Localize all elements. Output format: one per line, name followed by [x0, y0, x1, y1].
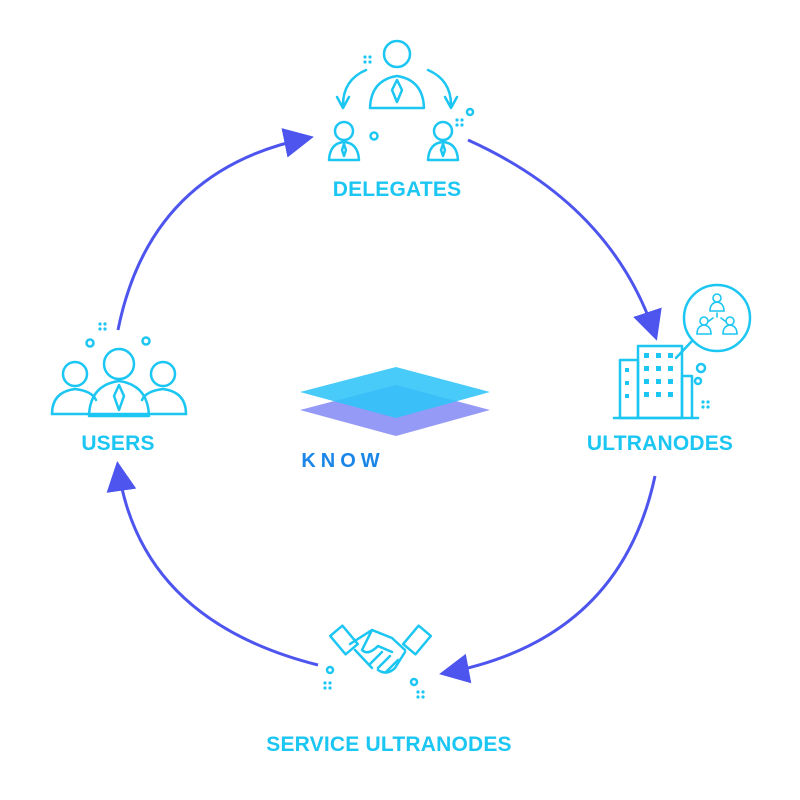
users-group-icon: [50, 336, 188, 418]
arrow-users-to-delegates: [116, 128, 314, 331]
service-ultranodes-label: SERVICE ULTRANODES: [266, 733, 512, 756]
delegates-label: DELEGATES: [332, 178, 462, 201]
brand-name: KNOW: [301, 450, 385, 472]
delegation-icon: [327, 39, 475, 162]
arrow-ultranodes-to-service: [439, 475, 657, 684]
users-label: USERS: [81, 432, 155, 455]
building-network-icon: [612, 283, 752, 420]
arrow-delegates-to-ultranodes: [467, 138, 662, 341]
arrow-service-to-users: [106, 461, 319, 667]
network-people-icon: [696, 293, 738, 335]
know-layers-logo-icon: [300, 367, 490, 436]
handshake-icon: [325, 624, 433, 687]
ultranodes-label: ULTRANODES: [586, 432, 734, 455]
